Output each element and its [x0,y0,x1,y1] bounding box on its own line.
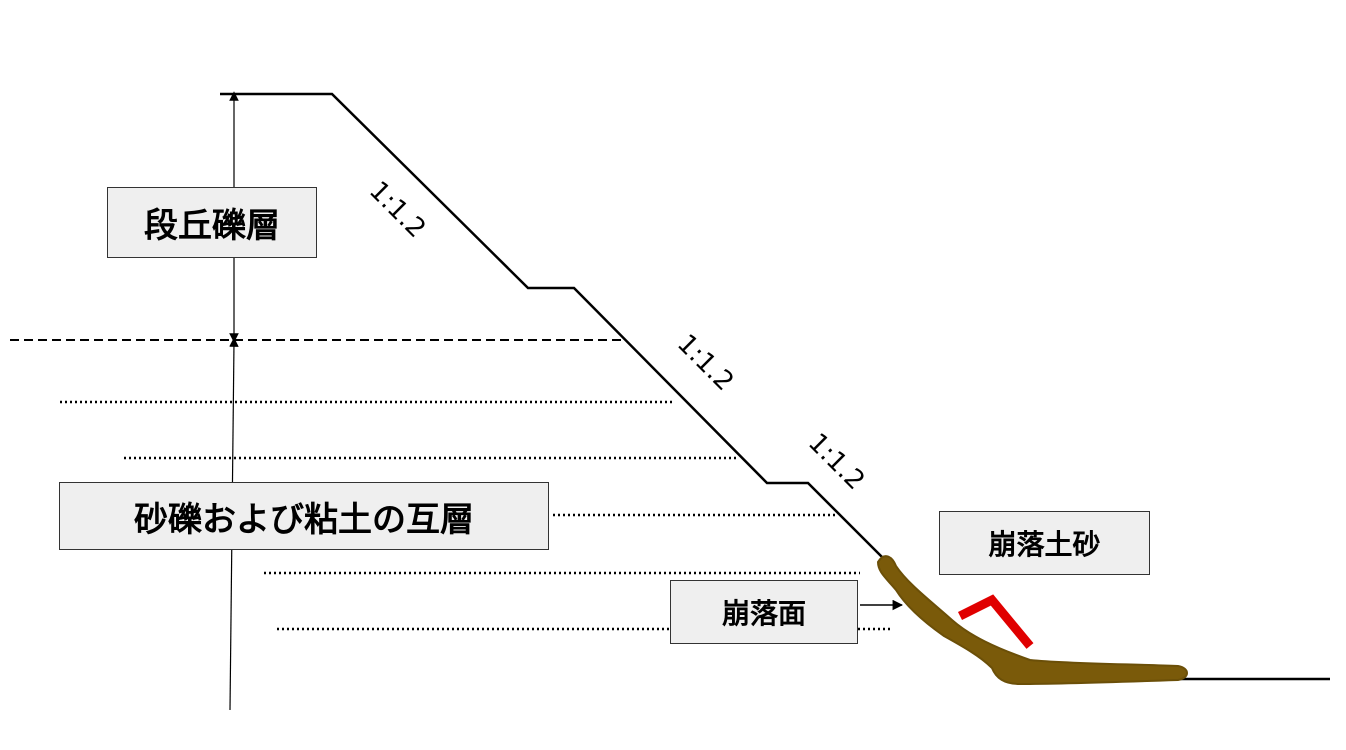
terrace-gravel-label: 段丘礫層 [107,187,317,258]
alternating-layers-label: 砂礫および粘土の互層 [59,482,549,550]
slope-ratio-middle: 1:1.2 [671,329,739,397]
collapsed-debris-label: 崩落土砂 [939,511,1150,575]
collapse-surface-label: 崩落面 [670,580,858,644]
slope-profile [220,92,886,561]
collapse-direction-arrow [957,594,1034,649]
slope-ratio-upper: 1:1.2 [363,176,431,244]
collapsed-debris-shape [876,555,1188,686]
